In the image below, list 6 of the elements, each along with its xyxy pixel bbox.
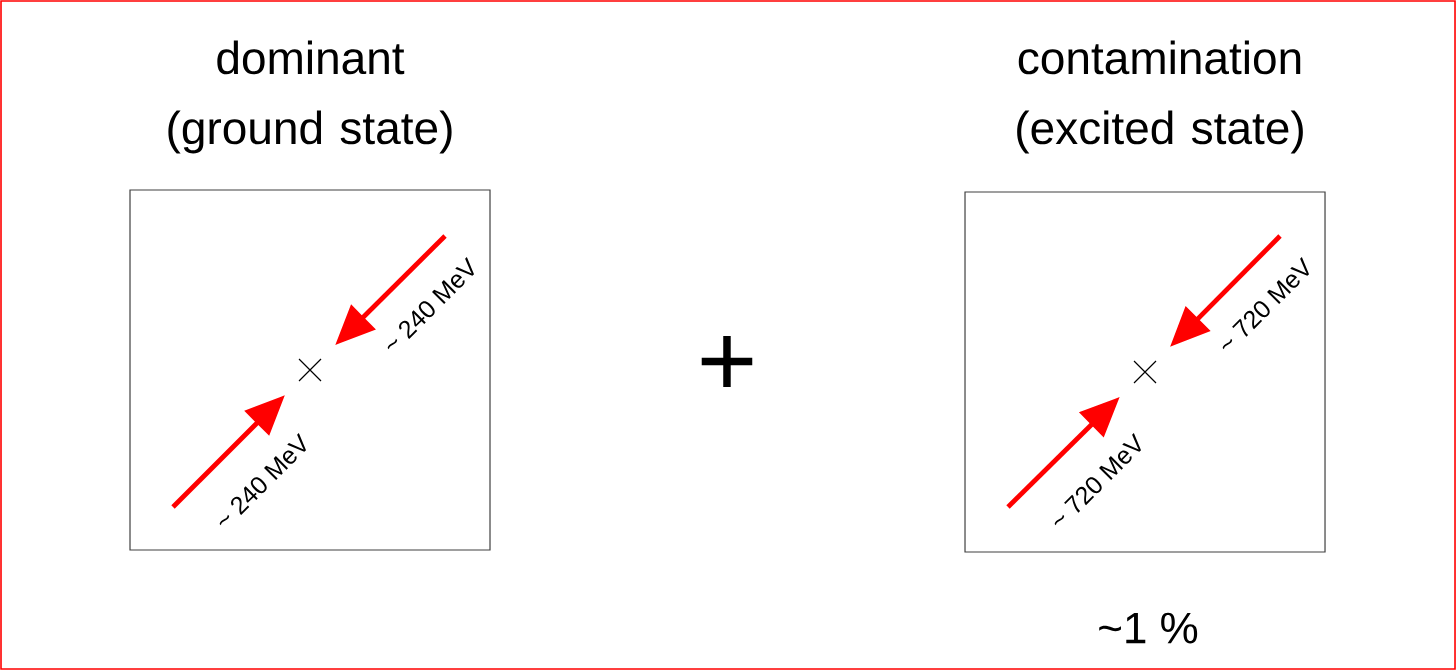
node-caption: ~1 % xyxy=(1099,612,1198,644)
node-label: contamination (excited state) xyxy=(1017,40,1303,154)
node-label: dominant (ground state) xyxy=(168,40,452,154)
collision-point xyxy=(1133,360,1157,384)
plus-sign: + xyxy=(701,336,753,387)
collision-point xyxy=(298,358,322,382)
